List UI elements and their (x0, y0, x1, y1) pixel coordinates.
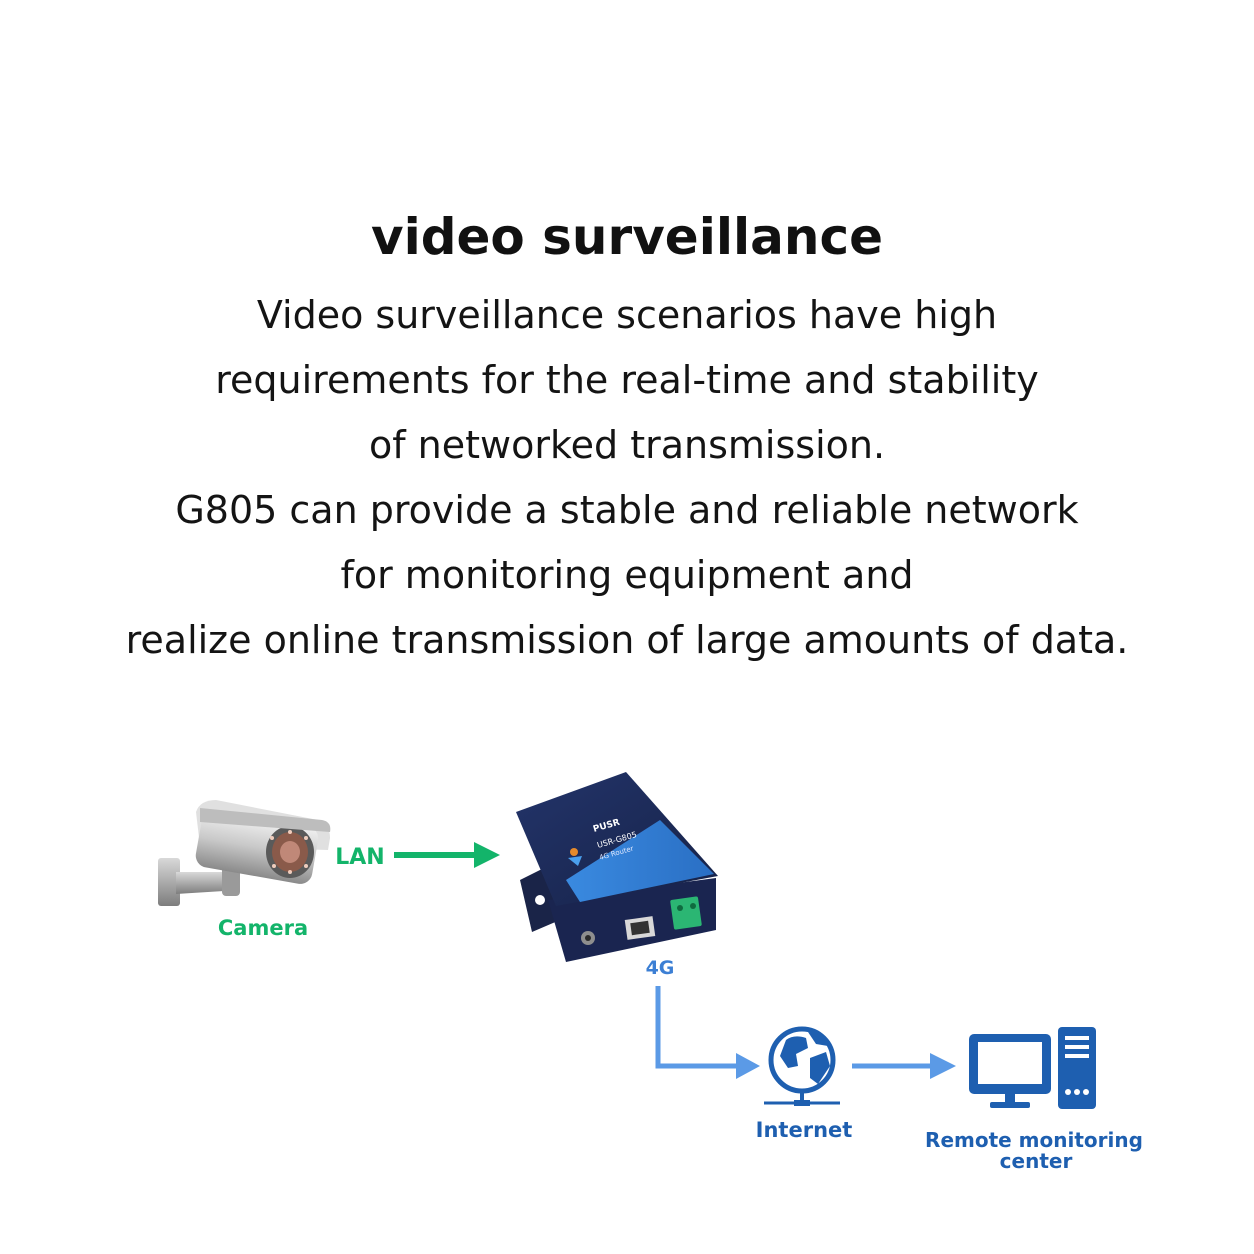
camera-icon (158, 800, 331, 906)
description-line: for monitoring equipment and (340, 553, 914, 597)
remote-label-line1: Remote monitoring (925, 1128, 1143, 1152)
internet-label: Internet (756, 1118, 853, 1142)
description-line: realize online transmission of large amo… (125, 618, 1129, 662)
lan-label: LAN (335, 845, 384, 870)
page-title: video surveillance (370, 208, 883, 266)
globe-icon (764, 1026, 840, 1106)
description-line: Video surveillance scenarios have high (256, 293, 998, 337)
description: Video surveillance scenarios have high r… (0, 283, 1254, 673)
description-line: of networked transmission. (368, 423, 886, 467)
description-line: requirements for the real-time and stabi… (215, 358, 1039, 402)
camera-label: Camera (218, 916, 308, 940)
router-image: PUSR USR-G805 4G Router (516, 772, 718, 962)
link-4g-label: 4G (646, 957, 675, 979)
description-line: G805 can provide a stable and reliable n… (175, 488, 1079, 532)
internet-to-remote-arrow (852, 1053, 956, 1079)
lan-arrow (394, 842, 500, 868)
computer-icon (969, 1027, 1096, 1109)
remote-label-line2: center (1000, 1149, 1073, 1173)
link-4g-arrow (655, 986, 760, 1079)
